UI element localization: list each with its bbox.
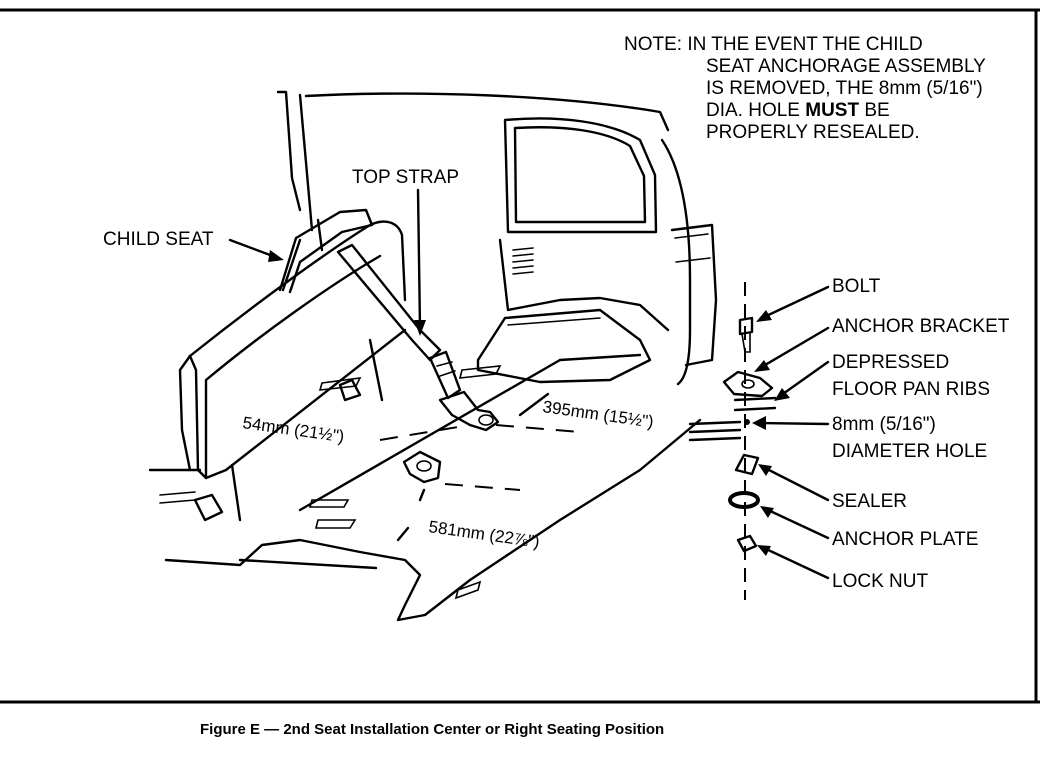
label-diameter-hole: DIAMETER HOLE	[832, 441, 987, 462]
leader-arrows	[228, 188, 830, 580]
note-line-4-a: DIA. HOLE	[706, 100, 805, 121]
dimension-lines	[379, 392, 581, 542]
dimension-581mm: 581mm (22⅞")	[427, 517, 540, 551]
anchor-assembly-exploded	[688, 282, 777, 600]
label-anchor-bracket: ANCHOR BRACKET	[832, 316, 1010, 337]
label-sealer: SEALER	[832, 491, 907, 512]
label-floor-pan-ribs: FLOOR PAN RIBS	[832, 379, 990, 400]
dimension-395mm: 395mm (15½")	[541, 397, 654, 431]
note-line-4-emphasis: MUST	[805, 100, 859, 121]
label-child-seat: CHILD SEAT	[103, 229, 214, 250]
note-line-4: DIA. HOLE MUST BE	[706, 100, 890, 121]
label-top-strap: TOP STRAP	[352, 167, 459, 188]
figure-caption: Figure E — 2nd Seat Installation Center …	[200, 721, 664, 738]
vehicle-interior-drawing	[148, 90, 718, 622]
note-line-5: PROPERLY RESEALED.	[706, 122, 920, 143]
child-seat-drawing	[278, 208, 500, 484]
note-line-2: SEAT ANCHORAGE ASSEMBLY	[706, 56, 986, 77]
note-line-1: NOTE: IN THE EVENT THE CHILD	[624, 34, 923, 55]
label-hole-size: 8mm (5/16")	[832, 414, 936, 435]
label-depressed: DEPRESSED	[832, 352, 949, 373]
seat-back-drawing	[178, 220, 407, 522]
note-line-4-b: BE	[859, 100, 890, 121]
label-anchor-plate: ANCHOR PLATE	[832, 529, 978, 550]
note-line-3: IS REMOVED, THE 8mm (5/16")	[706, 78, 983, 99]
label-bolt: BOLT	[832, 276, 881, 297]
label-lock-nut: LOCK NUT	[832, 571, 928, 592]
